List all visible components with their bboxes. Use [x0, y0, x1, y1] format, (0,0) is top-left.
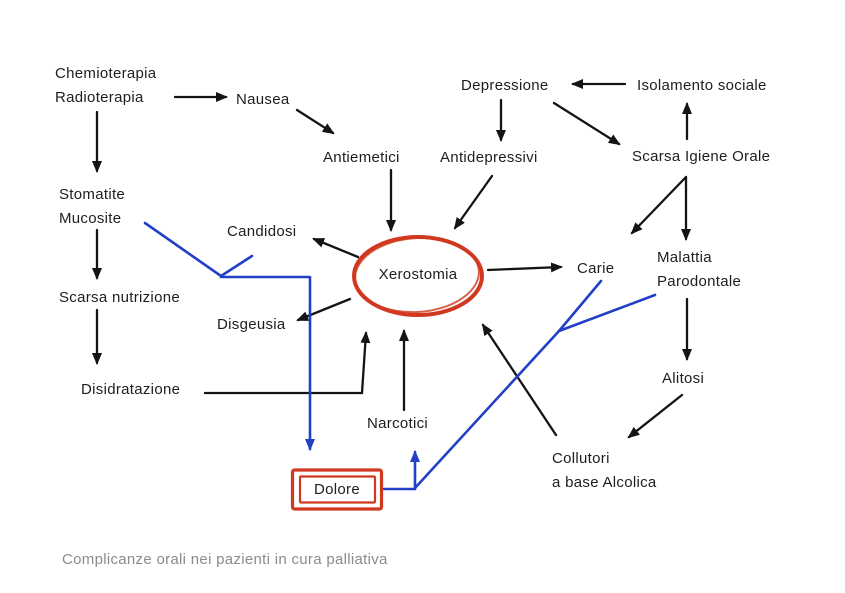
node-candidosi: Candidosi — [227, 223, 297, 240]
node-label: Stomatite — [59, 186, 126, 203]
blue-branch-carie — [557, 279, 603, 333]
arrow-igiene-carie — [630, 175, 688, 235]
node-xerostomia: Xerostomia — [378, 266, 458, 283]
arrow-depressione-igiene — [552, 101, 621, 146]
node-alitosi: Alitosi — [662, 370, 705, 387]
node-label: Mucosite — [59, 210, 122, 227]
node-antidepressivi: Antidepressivi — [440, 149, 538, 166]
node-depressione: Depressione — [461, 77, 549, 94]
node-collutori-alcolici: Collutori a base Alcolica — [552, 447, 657, 495]
blue-bend-tick — [219, 254, 254, 278]
arrow-alitosi-collutori — [627, 393, 684, 439]
arrow-xerostomia-disgeusia — [296, 297, 352, 322]
node-antiemetici: Antiemetici — [323, 149, 400, 166]
node-label: a base Alcolica — [552, 474, 657, 491]
slide-caption: Complicanze orali nei pazienti in cura p… — [62, 551, 388, 568]
node-chemioterapia-radioterapia: Chemioterapia Radioterapia — [55, 62, 156, 110]
node-dolore: Dolore — [314, 481, 360, 498]
arrow-antidepressivi-xerostomia — [453, 174, 494, 230]
arrow-xerostomia-carie — [486, 262, 563, 273]
node-label: Radioterapia — [55, 89, 144, 106]
node-nausea: Nausea — [236, 91, 290, 108]
node-label: Collutori — [552, 450, 610, 467]
arrow-disidratazione-xerostomia — [203, 331, 371, 395]
node-scarsa-igiene-orale: Scarsa Igiene Orale — [632, 148, 771, 165]
xerostomia-ellipse — [352, 235, 484, 317]
node-narcotici: Narcotici — [367, 415, 429, 432]
node-label: Chemioterapia — [55, 65, 157, 82]
node-stomatite-mucosite: Stomatite Mucosite — [59, 183, 125, 231]
arrow-nausea-antiemetici — [295, 108, 335, 135]
blue-branch-malattia — [557, 293, 657, 333]
node-carie: Carie — [577, 260, 615, 277]
arrow-xerostomia-candidosi — [312, 237, 360, 259]
node-malattia-parodontale: Malattia Parodontale — [657, 246, 741, 294]
dolore-box — [290, 468, 384, 511]
node-label: Parodontale — [657, 273, 742, 290]
blue-diagonal-up — [413, 329, 561, 490]
node-label: Malattia — [657, 249, 712, 266]
node-disgeusia: Disgeusia — [217, 316, 286, 333]
arrow-collutori-xerostomia — [481, 323, 558, 437]
node-isolamento-sociale: Isolamento sociale — [637, 77, 767, 94]
node-disidratazione: Disidratazione — [81, 381, 181, 398]
node-scarsa-nutrizione: Scarsa nutrizione — [59, 289, 180, 306]
blue-stomatite-diagonal — [143, 221, 223, 278]
